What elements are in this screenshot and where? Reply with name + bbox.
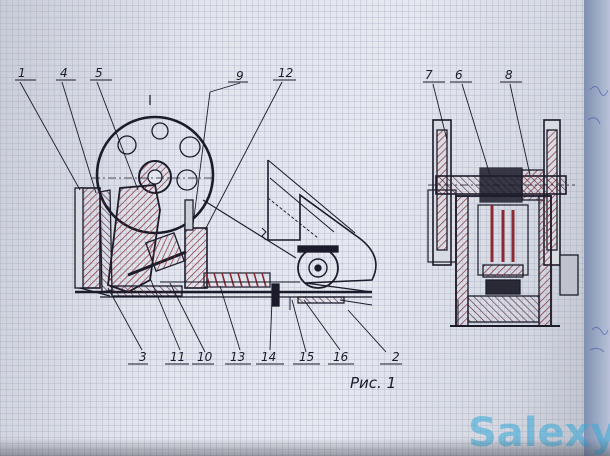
- callout-6: 6: [455, 68, 463, 82]
- page-bottom-shadow: [0, 438, 610, 456]
- flywheel-hole: [117, 135, 137, 155]
- callout-15: 15: [299, 350, 314, 364]
- callout-3: 3: [139, 350, 147, 364]
- callout-9: 9: [236, 69, 244, 83]
- belt-guard: [267, 160, 377, 284]
- flywheel-hole: [179, 136, 201, 158]
- flywheel-hole: [151, 122, 169, 140]
- callout-10: 10: [197, 350, 213, 364]
- handwriting-scribble: [587, 86, 609, 353]
- callout-7: 7: [425, 68, 433, 82]
- callout-5: 5: [95, 66, 103, 80]
- rear-frame-block: [184, 227, 208, 289]
- callout-11: 11: [170, 350, 185, 364]
- callout-2: 2: [392, 350, 400, 364]
- tension-spring: [203, 272, 271, 288]
- flywheel-hole: [176, 169, 198, 191]
- callout-16: 16: [333, 350, 349, 364]
- callout-12: 12: [278, 66, 293, 80]
- adjacent-sheet-edge: [584, 0, 610, 456]
- section-view-right: [427, 119, 579, 327]
- leader-lines-top-left: [15, 79, 296, 231]
- callout-13: 13: [230, 350, 245, 364]
- callout-1: 1: [18, 66, 26, 80]
- callout-8: 8: [505, 68, 513, 82]
- movable-jaw: [107, 184, 161, 293]
- crushing-plate: [99, 189, 113, 293]
- callout-4: 4: [60, 66, 68, 80]
- electric-motor: [297, 245, 339, 253]
- callout-14: 14: [261, 350, 276, 364]
- leader-lines-bottom: [107, 277, 402, 365]
- bearing-block-right: [521, 169, 545, 201]
- v-belt: [202, 199, 297, 259]
- leader-lines-right: [423, 81, 531, 176]
- watermark-logo: Salexy: [468, 410, 610, 456]
- toggle-block: [144, 231, 186, 273]
- figure-caption: Рис. 1: [350, 374, 396, 392]
- section-view-left: [74, 95, 377, 310]
